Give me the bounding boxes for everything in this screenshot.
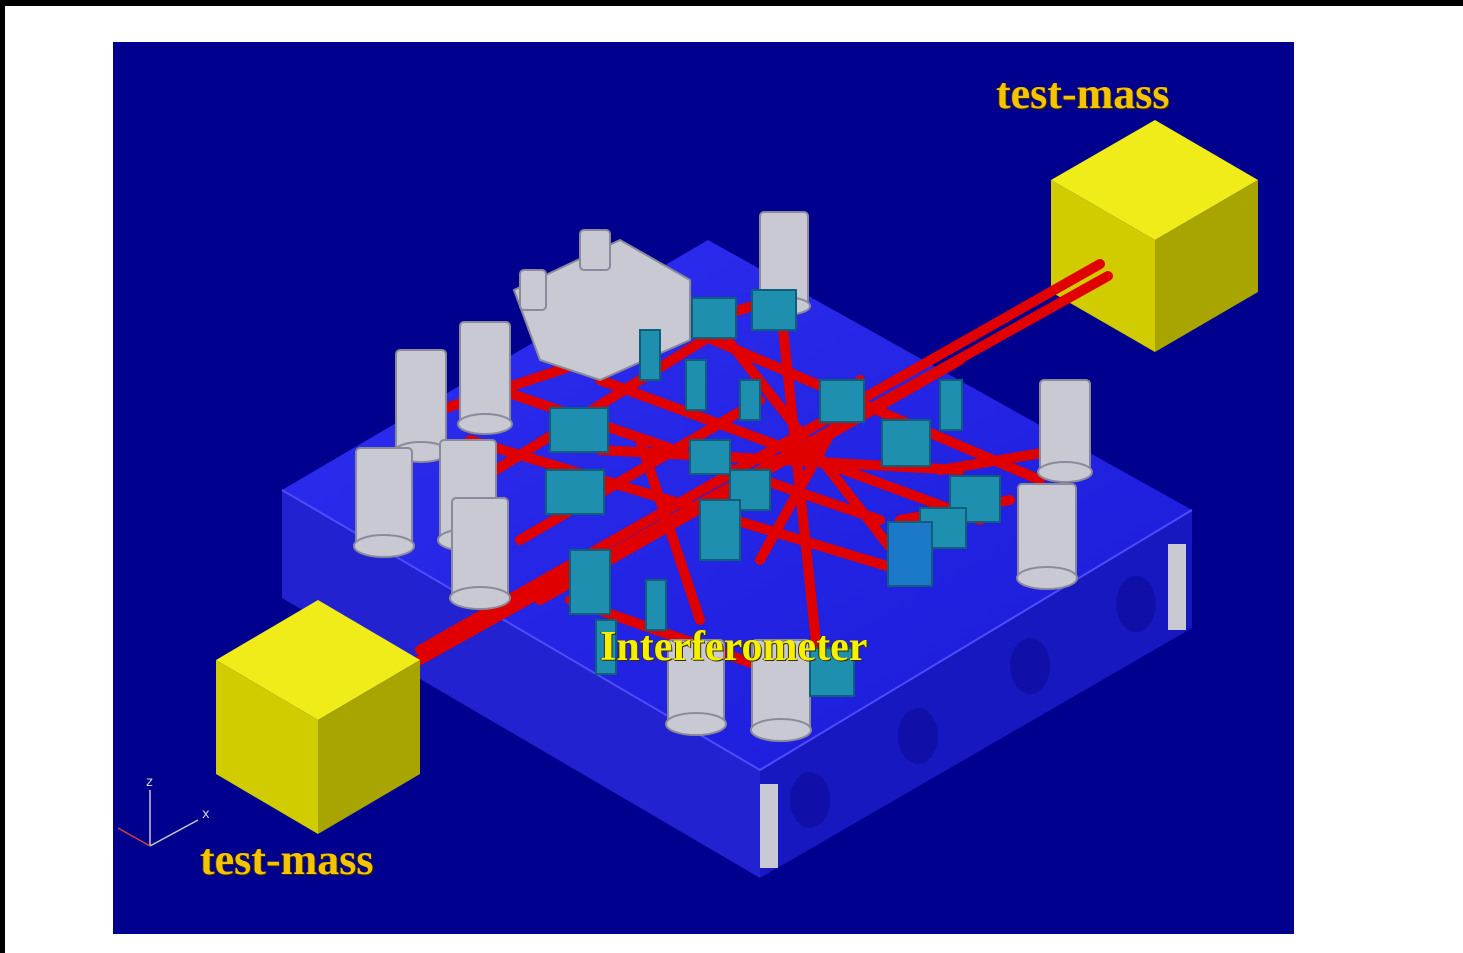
x-axis-line xyxy=(149,819,199,847)
z-axis-label: z xyxy=(146,775,153,790)
y-axis-line xyxy=(117,827,151,847)
test-mass-top-label: test-mass xyxy=(996,69,1170,118)
test-mass-bottom-label: test-mass xyxy=(200,835,374,884)
frame-border-left xyxy=(0,0,5,953)
bench-holes xyxy=(790,576,1156,828)
x-axis-label: x xyxy=(202,807,210,822)
interferometer-label: Interferometer xyxy=(600,624,868,670)
axis-triad: z x xyxy=(117,775,210,847)
bench-side-plates xyxy=(760,544,1186,868)
frame-border-top xyxy=(0,0,1463,6)
optical-components xyxy=(545,289,1001,697)
test-mass-bottom-cube xyxy=(216,600,420,834)
test-mass-top-cube xyxy=(1051,120,1258,352)
